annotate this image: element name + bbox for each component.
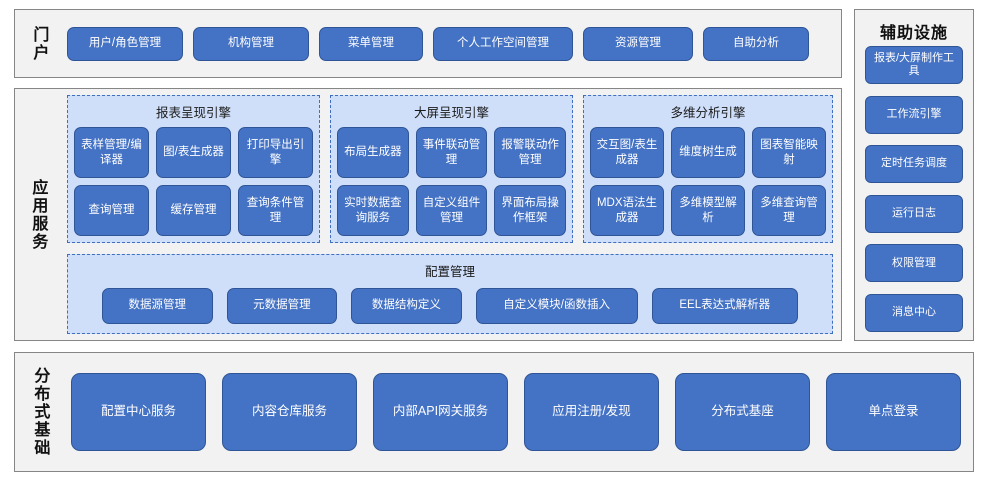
multidimensional-analysis-engine-title: 多维分析引擎 bbox=[670, 106, 746, 120]
configuration-management-panel: 配置管理 数据源管理 元数据管理 数据结构定义 自定义模块/函数插入 EEL表达… bbox=[67, 254, 833, 334]
report-engine-item-template-management-compiler[interactable]: 表样管理/编译器 bbox=[74, 127, 149, 178]
config-item-eel-expression-parser[interactable]: EEL表达式解析器 bbox=[651, 287, 798, 324]
dist-button-internal-api-gateway-service[interactable]: 内部API网关服务 bbox=[373, 373, 508, 451]
portal-button-menu-management[interactable]: 菜单管理 bbox=[319, 26, 423, 61]
dashboard-engine-item-realtime-data-query-service[interactable]: 实时数据查询服务 bbox=[337, 185, 409, 236]
engine-panel-row: 报表呈现引擎 表样管理/编译器 图/表生成器 打印导出引擎 查询管理 缓存管理 … bbox=[67, 95, 833, 243]
configuration-management-title: 配置管理 bbox=[424, 265, 475, 279]
report-engine-item-query-management[interactable]: 查询管理 bbox=[74, 185, 149, 236]
aux-button-workflow-engine[interactable]: 工作流引擎 bbox=[865, 95, 963, 134]
dashboard-engine-item-layout-generator[interactable]: 布局生成器 bbox=[337, 127, 409, 178]
dashboard-engine-item-event-linkage-management[interactable]: 事件联动管理 bbox=[415, 127, 488, 178]
report-engine-item-print-export-engine[interactable]: 打印导出引擎 bbox=[238, 127, 313, 178]
dashboard-rendering-engine-title: 大屏呈现引擎 bbox=[413, 106, 489, 120]
portal-section-label: 门户 bbox=[30, 25, 48, 62]
distributed-foundation-row: 配置中心服务 内容仓库服务 内部API网关服务 应用注册/发现 分布式基座 单点… bbox=[71, 353, 961, 471]
aux-button-scheduled-task-scheduler[interactable]: 定时任务调度 bbox=[865, 145, 963, 184]
application-services-section-label: 应用服务 bbox=[29, 178, 47, 251]
dashboard-engine-item-custom-component-management[interactable]: 自定义组件管理 bbox=[415, 185, 488, 236]
application-services-section: 应用服务 报表呈现引擎 表样管理/编译器 图/表生成器 打印导出引擎 查询管理 … bbox=[14, 88, 842, 341]
portal-button-organization-management[interactable]: 机构管理 bbox=[193, 26, 309, 61]
portal-button-self-service-analysis[interactable]: 自助分析 bbox=[703, 26, 809, 61]
dashboard-rendering-engine-grid: 布局生成器 事件联动管理 报警联动作管理 实时数据查询服务 自定义组件管理 界面… bbox=[337, 127, 566, 236]
portal-section: 门户 用户/角色管理 机构管理 菜单管理 个人工作空间管理 资源管理 自助分析 bbox=[14, 9, 842, 78]
dashboard-engine-item-ui-layout-operation-framework[interactable]: 界面布局操作框架 bbox=[494, 185, 566, 236]
dist-button-single-sign-on[interactable]: 单点登录 bbox=[826, 373, 961, 451]
aux-button-permission-management[interactable]: 权限管理 bbox=[865, 244, 963, 283]
olap-engine-item-dimension-tree-generation[interactable]: 维度树生成 bbox=[671, 127, 745, 178]
report-rendering-engine-grid: 表样管理/编译器 图/表生成器 打印导出引擎 查询管理 缓存管理 查询条件管理 bbox=[74, 127, 313, 236]
multidimensional-analysis-engine-grid: 交互图/表生成器 维度树生成 图表智能映射 MDX语法生成器 多维模型解析 多维… bbox=[590, 127, 826, 236]
config-item-metadata-management[interactable]: 元数据管理 bbox=[226, 287, 338, 324]
auxiliary-facilities-title: 辅助设施 bbox=[879, 25, 948, 42]
aux-button-message-center[interactable]: 消息中心 bbox=[865, 293, 963, 332]
portal-button-row: 用户/角色管理 机构管理 菜单管理 个人工作空间管理 资源管理 自助分析 bbox=[67, 10, 833, 77]
auxiliary-facilities-section: 辅助设施 报表/大屏制作工具 工作流引擎 定时任务调度 运行日志 权限管理 消息… bbox=[854, 9, 974, 341]
olap-engine-item-interactive-chart-table-generator[interactable]: 交互图/表生成器 bbox=[590, 127, 664, 178]
report-rendering-engine-title: 报表呈现引擎 bbox=[155, 106, 231, 120]
config-item-custom-module-function-insertion[interactable]: 自定义模块/函数插入 bbox=[475, 287, 638, 324]
olap-engine-item-multidimensional-model-parsing[interactable]: 多维模型解析 bbox=[671, 185, 745, 236]
dist-button-app-registration-discovery[interactable]: 应用注册/发现 bbox=[524, 373, 659, 451]
dashboard-rendering-engine-panel: 大屏呈现引擎 布局生成器 事件联动管理 报警联动作管理 实时数据查询服务 自定义… bbox=[330, 95, 573, 243]
configuration-management-row: 数据源管理 元数据管理 数据结构定义 自定义模块/函数插入 EEL表达式解析器 bbox=[76, 286, 824, 325]
portal-button-personal-workspace-management[interactable]: 个人工作空间管理 bbox=[433, 26, 573, 61]
dist-button-distributed-base[interactable]: 分布式基座 bbox=[675, 373, 810, 451]
application-services-content: 报表呈现引擎 表样管理/编译器 图/表生成器 打印导出引擎 查询管理 缓存管理 … bbox=[67, 95, 833, 334]
olap-engine-item-multidimensional-query-management[interactable]: 多维查询管理 bbox=[752, 185, 826, 236]
config-item-datasource-management[interactable]: 数据源管理 bbox=[102, 287, 213, 324]
report-engine-item-chart-table-generator[interactable]: 图/表生成器 bbox=[156, 127, 231, 178]
dist-button-content-repository-service[interactable]: 内容仓库服务 bbox=[222, 373, 357, 451]
config-item-data-structure-definition[interactable]: 数据结构定义 bbox=[351, 287, 462, 324]
auxiliary-facilities-list: 报表/大屏制作工具 工作流引擎 定时任务调度 运行日志 权限管理 消息中心 bbox=[865, 46, 963, 332]
portal-button-user-role-management[interactable]: 用户/角色管理 bbox=[67, 26, 183, 61]
dist-button-config-center-service[interactable]: 配置中心服务 bbox=[71, 373, 206, 451]
portal-button-resource-management[interactable]: 资源管理 bbox=[583, 26, 693, 61]
olap-engine-item-mdx-syntax-generator[interactable]: MDX语法生成器 bbox=[590, 185, 664, 236]
dashboard-engine-item-alarm-action-management[interactable]: 报警联动作管理 bbox=[494, 127, 566, 178]
distributed-foundation-section: 分布式基础 配置中心服务 内容仓库服务 内部API网关服务 应用注册/发现 分布… bbox=[14, 352, 974, 472]
aux-button-report-dashboard-authoring-tool[interactable]: 报表/大屏制作工具 bbox=[865, 46, 963, 84]
report-engine-item-query-condition-management[interactable]: 查询条件管理 bbox=[238, 185, 313, 236]
report-rendering-engine-panel: 报表呈现引擎 表样管理/编译器 图/表生成器 打印导出引擎 查询管理 缓存管理 … bbox=[67, 95, 320, 243]
distributed-foundation-section-label: 分布式基础 bbox=[31, 367, 49, 457]
olap-engine-item-chart-intelligent-mapping[interactable]: 图表智能映射 bbox=[752, 127, 826, 178]
report-engine-item-cache-management[interactable]: 缓存管理 bbox=[156, 185, 231, 236]
multidimensional-analysis-engine-panel: 多维分析引擎 交互图/表生成器 维度树生成 图表智能映射 MDX语法生成器 多维… bbox=[583, 95, 833, 243]
aux-button-runtime-log[interactable]: 运行日志 bbox=[865, 194, 963, 233]
